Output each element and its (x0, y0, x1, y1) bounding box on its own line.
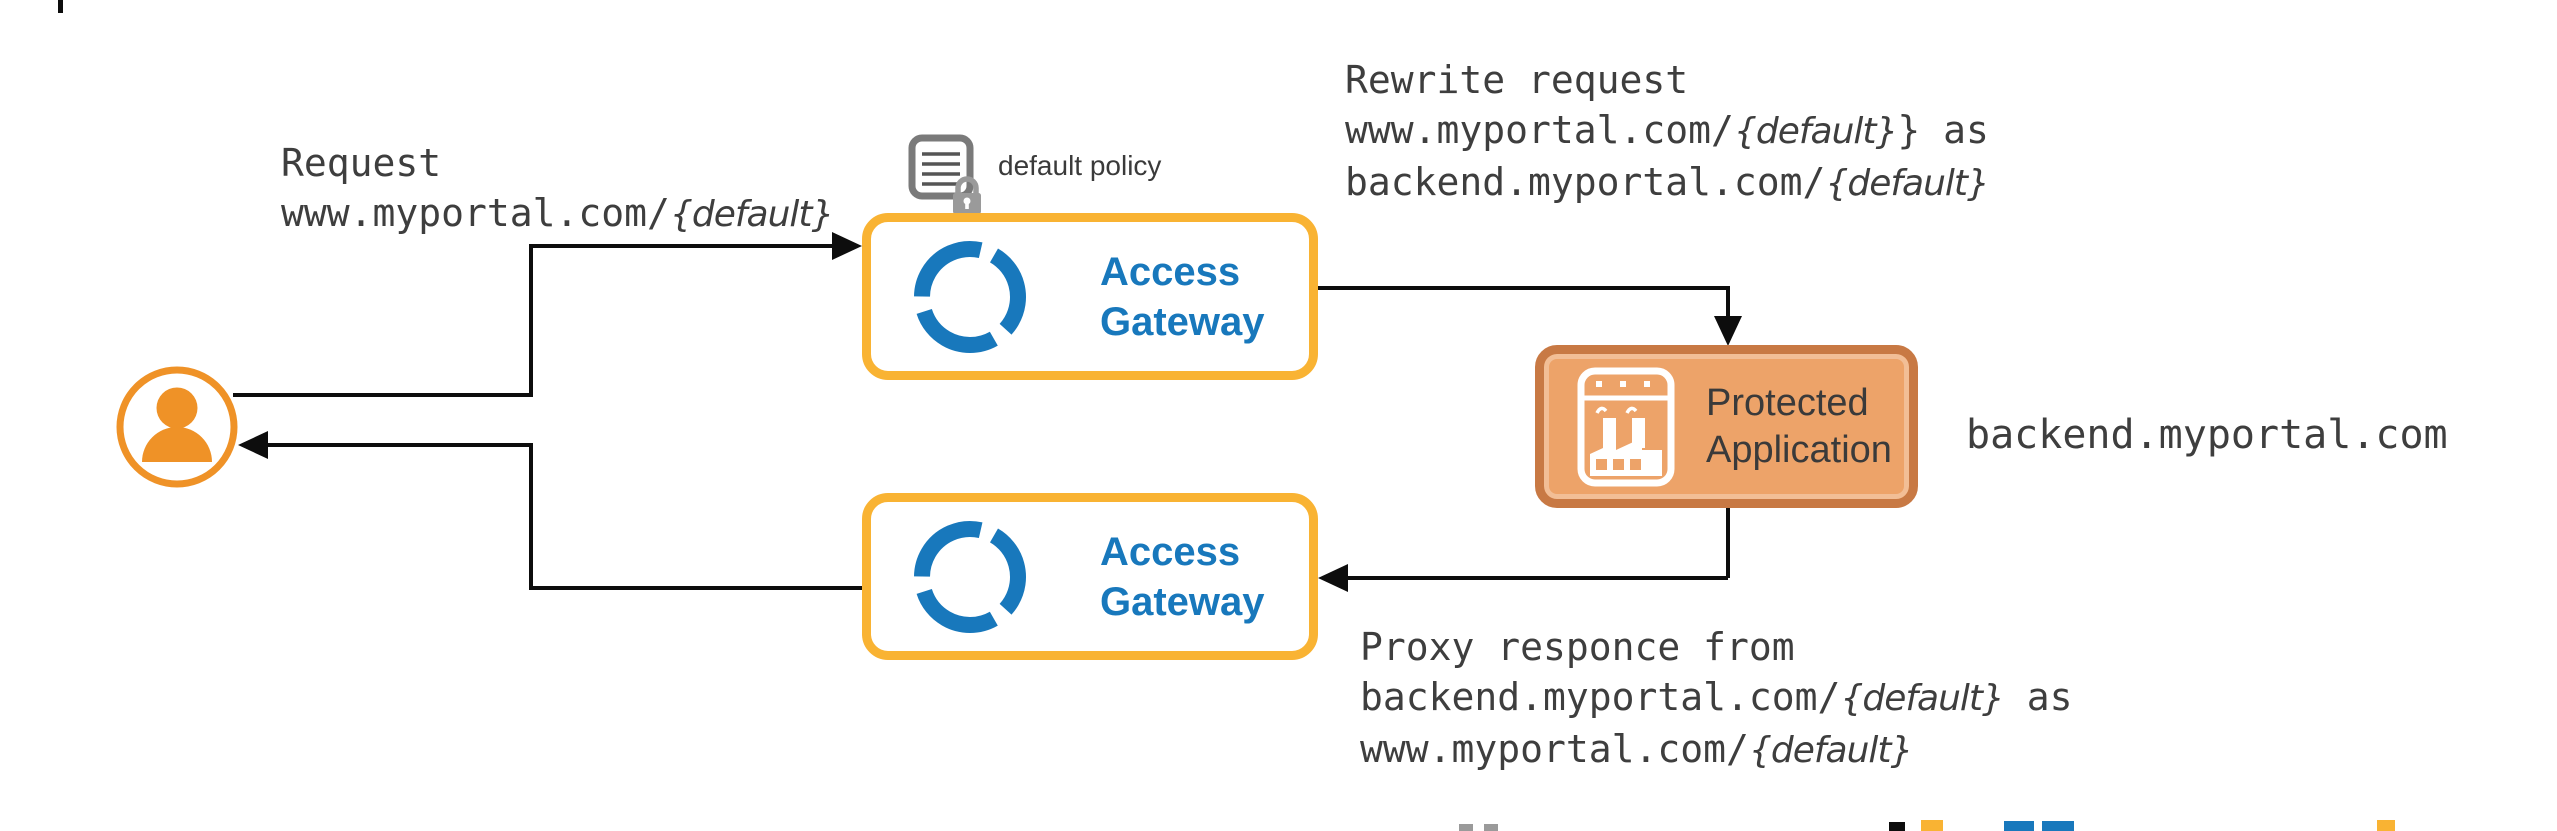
protected-application-label: Protected Application (1706, 381, 1892, 471)
proxy-line2-placeholder: {default} (1840, 678, 2004, 719)
proxy-line-vertical (1726, 506, 1730, 578)
proxy-annotation: Proxy responce from backend.myportal.com… (1360, 622, 2073, 776)
access-gateway-top-node: Access Gateway (862, 213, 1318, 380)
request-annotation: Request www.myportal.com/{default} (281, 138, 834, 240)
proxy-line3-url: www.myportal.com/ (1360, 727, 1749, 771)
rewrite-line3-url: backend.myportal.com/ (1345, 160, 1826, 204)
request-line-to-gateway (529, 244, 832, 248)
request-annotation-url: www.myportal.com/ (281, 191, 670, 235)
cutoff-fragment (2004, 821, 2034, 831)
access-gateway-bottom-node: Access Gateway (862, 493, 1318, 660)
access-gateway-label: Access Gateway (1100, 249, 1265, 344)
cutoff-fragment (1459, 824, 1473, 831)
backend-host-label: backend.myportal.com (1966, 412, 2448, 458)
policy-note-icon (908, 134, 981, 214)
arrowhead-into-gateway-bottom (1318, 564, 1348, 592)
rewrite-line2-suffix: } as (1897, 108, 1989, 152)
cutoff-fragment (2377, 820, 2395, 831)
cutoff-fragment (1889, 822, 1905, 831)
rewrite-line-horizontal (1318, 286, 1728, 290)
proxy-line3-placeholder: {default} (1748, 730, 1913, 771)
rewrite-line1: Rewrite request (1345, 58, 1689, 102)
segmented-ring-icon (914, 520, 1026, 633)
lock-icon (953, 176, 981, 214)
proxy-line-horizontal (1348, 576, 1728, 580)
default-policy-label: default policy (998, 150, 1162, 181)
request-line-vertical (529, 244, 533, 397)
arrowhead-into-app (1714, 316, 1742, 346)
rewrite-annotation: Rewrite request www.myportal.com/{defaul… (1345, 55, 1990, 209)
cutoff-fragment (1921, 820, 1943, 831)
cutoff-fragment-top (58, 0, 63, 13)
request-annotation-placeholder: {default} (669, 194, 834, 235)
response-line-to-user (268, 443, 531, 447)
rewrite-line2-placeholder: {default} (1733, 111, 1898, 152)
arrowhead-into-gateway-top (832, 232, 862, 260)
rewrite-line-vertical (1726, 286, 1730, 316)
request-line-from-user (233, 393, 533, 397)
arrowhead-into-user (238, 431, 268, 459)
protected-application-node: Protected Application (1535, 345, 1918, 508)
access-gateway-label: Access Gateway (1100, 529, 1265, 624)
response-line-vertical (529, 443, 533, 590)
segmented-ring-icon (914, 240, 1026, 353)
factory-icon (1577, 367, 1675, 486)
rewrite-line3-placeholder: {default} (1825, 163, 1989, 204)
request-annotation-line1: Request (281, 141, 442, 185)
cutoff-fragment (2042, 821, 2074, 831)
proxy-line1: Proxy responce from (1360, 625, 1795, 669)
proxy-line2-suffix: as (2003, 675, 2073, 719)
cutoff-fragment (1484, 824, 1498, 831)
response-line-from-gateway (529, 586, 862, 590)
proxy-line2-url: backend.myportal.com/ (1360, 675, 1841, 719)
user-icon (116, 366, 238, 488)
rewrite-line2-url: www.myportal.com/ (1345, 108, 1734, 152)
